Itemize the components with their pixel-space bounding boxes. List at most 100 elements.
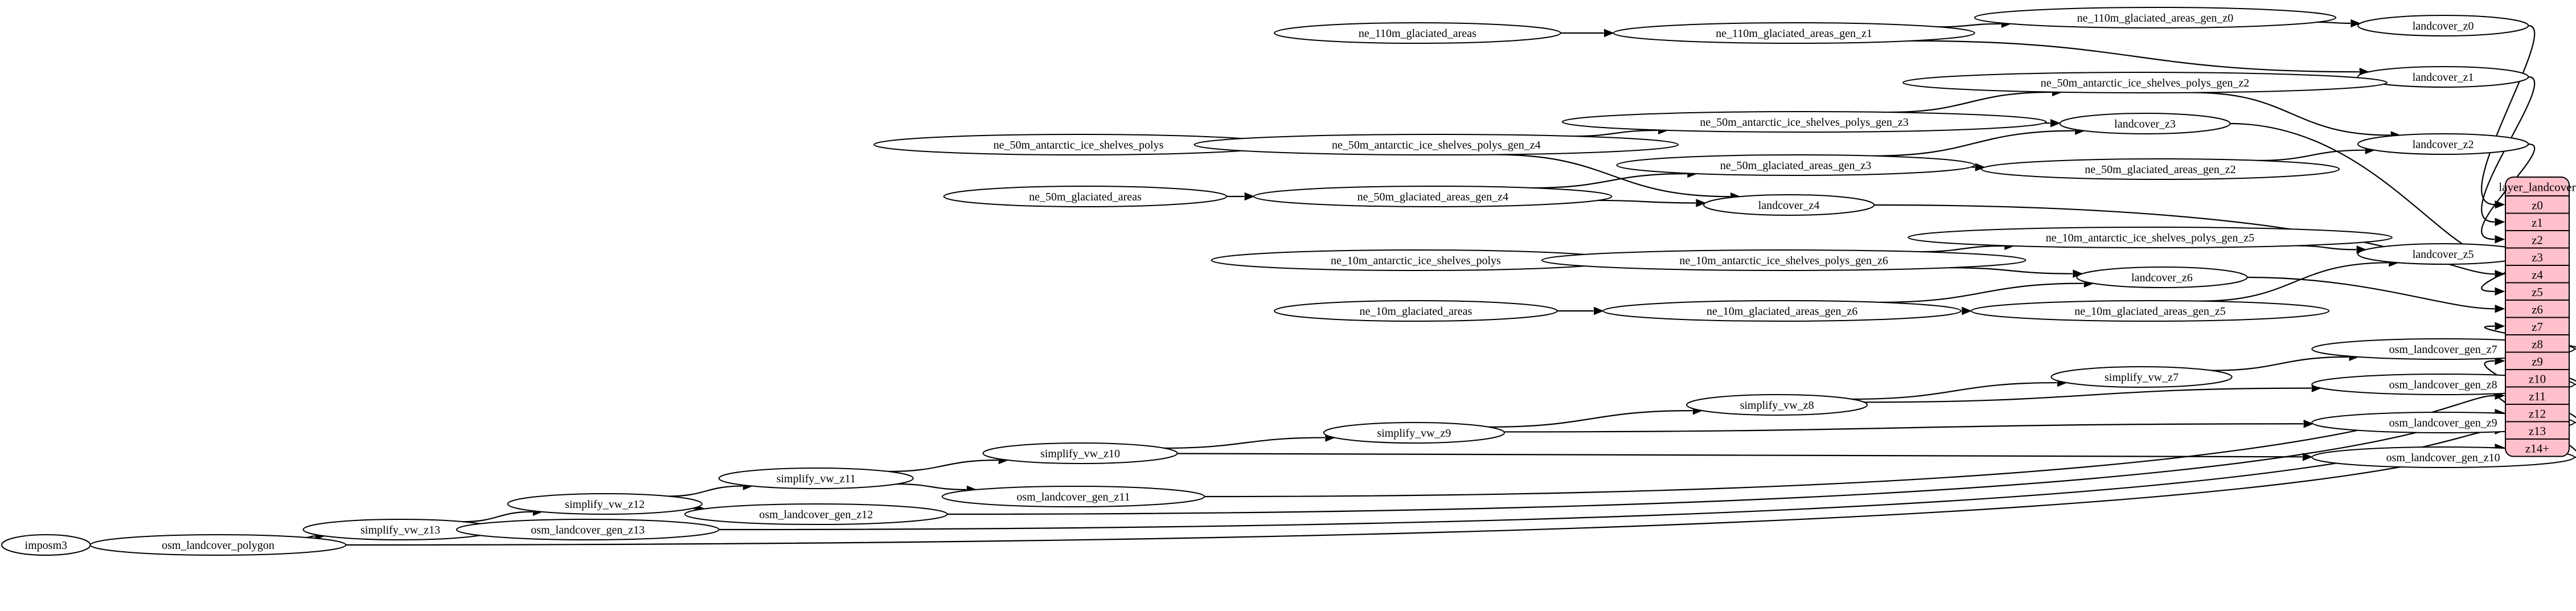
edge-ne_110m_glaciated_areas_gen_z1--to--ne_110m_glaciated_areas_gen_z0 (1938, 23, 2001, 28)
table-row-z12[interactable]: z12 (2529, 407, 2546, 420)
edge-arrowhead (1244, 192, 1255, 201)
edge-arrowhead (2495, 287, 2505, 296)
table-row-z7[interactable]: z7 (2532, 320, 2543, 334)
node-label: ne_50m_glaciated_areas (1029, 191, 1142, 203)
node-shape (2357, 133, 2529, 155)
node-simplify_vw_z10[interactable]: simplify_vw_z10 (982, 442, 1178, 464)
table-row-z13[interactable]: z13 (2529, 424, 2546, 438)
table-row-z0[interactable]: z0 (2532, 198, 2543, 212)
node-osm_landcover_gen_z13[interactable]: osm_landcover_gen_z13 (456, 519, 720, 540)
node-ne_50m_antarctic_ice_shelves_polys_gen_z3[interactable]: ne_50m_antarctic_ice_shelves_polys_gen_z… (1561, 111, 2047, 133)
node-simplify_vw_z12[interactable]: simplify_vw_z12 (507, 493, 703, 515)
node-shape (2076, 266, 2248, 288)
node-ne_50m_glaciated_areas_gen_z4[interactable]: ne_50m_glaciated_areas_gen_z4 (1253, 186, 1613, 207)
node-shape (2050, 366, 2233, 388)
node-ne_50m_antarctic_ice_shelves_polys[interactable]: ne_50m_antarctic_ice_shelves_polys (873, 134, 1284, 155)
edge-ne_10m_antarctic_ice_shelves_polys_gen_z6--to--ne_10m_antarctic_ice_shelves_polys_gen_z5 (1919, 245, 2004, 253)
node-shape (1541, 249, 2027, 271)
node-ne_50m_glaciated_areas[interactable]: ne_50m_glaciated_areas (943, 186, 1228, 207)
table-row-z9[interactable]: z9 (2532, 355, 2543, 368)
node-ne_10m_glaciated_areas_gen_z6[interactable]: ne_10m_glaciated_areas_gen_z6 (1602, 300, 1962, 322)
table-row-z10[interactable]: z10 (2529, 372, 2546, 386)
node-imposm3[interactable]: imposm3 (1, 534, 91, 556)
node-landcover_z3[interactable]: landcover_z3 (2059, 113, 2231, 134)
node-label: ne_10m_glaciated_areas_gen_z6 (1707, 305, 1857, 318)
node-label: ne_50m_glaciated_areas_gen_z2 (2085, 163, 2235, 176)
edge-ne_110m_glaciated_areas_gen_z0--to--landcover_z0 (2317, 21, 2351, 24)
edge-arrowhead (2495, 235, 2505, 244)
node-label: ne_110m_glaciated_areas_gen_z1 (1716, 27, 1872, 40)
node-ne_10m_glaciated_areas_gen_z5[interactable]: ne_10m_glaciated_areas_gen_z5 (1970, 300, 2330, 322)
node-ne_50m_antarctic_ice_shelves_polys_gen_z2[interactable]: ne_50m_antarctic_ice_shelves_polys_gen_z… (1902, 72, 2388, 93)
edge-ne_50m_glaciated_areas_gen_z3--to--landcover_z3 (1873, 130, 2075, 157)
edge-ne_50m_glaciated_areas_gen_z4--to--landcover_z4 (1598, 199, 1696, 204)
node-label: osm_landcover_gen_z12 (759, 509, 873, 521)
node-ne_10m_antarctic_ice_shelves_polys_gen_z6[interactable]: ne_10m_antarctic_ice_shelves_polys_gen_z… (1541, 249, 2027, 271)
node-ne_10m_glaciated_areas[interactable]: ne_10m_glaciated_areas (1274, 300, 1558, 322)
edge-landcover_z0--to--layer_landcover_z0 (2481, 24, 2536, 206)
node-landcover_z0[interactable]: landcover_z0 (2357, 15, 2529, 36)
edge-ne_50m_antarctic_ice_shelves_polys_gen_z4--to--ne_50m_antarctic_ice_shelves_polys_gen_z3 (1573, 129, 1658, 137)
node-shape (456, 519, 720, 540)
edge-arrowhead (2050, 119, 2061, 128)
edge-arrowhead (2495, 218, 2505, 226)
edge-arrowhead (1594, 306, 1604, 315)
edge-ne_50m_antarctic_ice_shelves_polys_gen_z2--to--landcover_z2 (2193, 92, 2391, 136)
node-osm_landcover_gen_z12[interactable]: osm_landcover_gen_z12 (684, 503, 948, 525)
node-shape (1274, 300, 1558, 322)
node-shape (1686, 394, 1868, 416)
edge-ne_110m_glaciated_areas_gen_z1--to--landcover_z1 (1910, 40, 2360, 73)
node-simplify_vw_z11[interactable]: simplify_vw_z11 (718, 468, 914, 489)
node-label: ne_50m_glaciated_areas_gen_z3 (1720, 159, 1871, 172)
edge-arrowhead (2302, 453, 2313, 461)
node-osm_landcover_gen_z11[interactable]: osm_landcover_gen_z11 (941, 486, 1205, 507)
table-row-z1[interactable]: z1 (2532, 216, 2543, 229)
node-ne_50m_glaciated_areas_gen_z3[interactable]: ne_50m_glaciated_areas_gen_z3 (1616, 154, 1975, 176)
node-landcover_z6[interactable]: landcover_z6 (2076, 266, 2248, 288)
edge-arrowhead (2495, 305, 2505, 313)
table-row-z4[interactable]: z4 (2532, 268, 2543, 281)
node-label: imposm3 (25, 539, 67, 552)
node-ne_10m_antarctic_ice_shelves_polys[interactable]: ne_10m_antarctic_ice_shelves_polys (1211, 249, 1621, 271)
node-simplify_vw_z7[interactable]: simplify_vw_z7 (2050, 366, 2233, 388)
node-simplify_vw_z8[interactable]: simplify_vw_z8 (1686, 394, 1868, 416)
node-label: ne_50m_antarctic_ice_shelves_polys (994, 139, 1164, 151)
edge-simplify_vw_z8--to--osm_landcover_gen_z8 (1864, 387, 2312, 403)
node-ne_50m_antarctic_ice_shelves_polys_gen_z4[interactable]: ne_50m_antarctic_ice_shelves_polys_gen_z… (1193, 134, 1679, 155)
layer-landcover-table: layer_landcoverz0z1z2z3z4z5z6z7z8z9z10z1… (2499, 177, 2576, 457)
node-label: osm_landcover_polygon (162, 539, 274, 552)
node-label: landcover_z6 (2131, 272, 2193, 284)
node-landcover_z5[interactable]: landcover_z5 (2357, 243, 2529, 265)
node-landcover_z2[interactable]: landcover_z2 (2357, 133, 2529, 155)
node-label: landcover_z1 (2413, 71, 2474, 84)
node-shape (718, 468, 914, 489)
node-simplify_vw_z13[interactable]: simplify_vw_z13 (302, 519, 498, 540)
edge-simplify_vw_z11--to--simplify_vw_z10 (888, 459, 999, 473)
node-ne_110m_glaciated_areas_gen_z0[interactable]: ne_110m_glaciated_areas_gen_z0 (1974, 7, 2337, 28)
node-shape (1980, 158, 2340, 180)
node-shape (1602, 300, 1962, 322)
table-row-z14+[interactable]: z14+ (2525, 441, 2549, 455)
node-ne_10m_antarctic_ice_shelves_polys_gen_z5[interactable]: ne_10m_antarctic_ice_shelves_polys_gen_z… (1908, 227, 2393, 248)
node-label: osm_landcover_gen_z13 (531, 524, 645, 536)
node-simplify_vw_z9[interactable]: simplify_vw_z9 (1323, 422, 1505, 444)
table-row-z11[interactable]: z11 (2529, 389, 2546, 403)
table-row-z6[interactable]: z6 (2532, 302, 2543, 316)
node-ne_50m_glaciated_areas_gen_z2[interactable]: ne_50m_glaciated_areas_gen_z2 (1980, 158, 2340, 180)
table-row-z8[interactable]: z8 (2532, 337, 2543, 351)
node-landcover_z1[interactable]: landcover_z1 (2357, 66, 2529, 88)
node-ne_110m_glaciated_areas[interactable]: ne_110m_glaciated_areas (1274, 22, 1561, 44)
node-landcover_z4[interactable]: landcover_z4 (1703, 194, 1875, 216)
edge-simplify_vw_z8--to--simplify_vw_z7 (1852, 382, 2057, 400)
node-shape (1274, 22, 1561, 44)
table-row-z2[interactable]: z2 (2532, 233, 2543, 247)
node-ne_110m_glaciated_areas_gen_z1[interactable]: ne_110m_glaciated_areas_gen_z1 (1613, 22, 1975, 44)
edge-ne_10m_antarctic_ice_shelves_polys_gen_z6--to--landcover_z6 (1949, 267, 2073, 274)
node-osm_landcover_polygon[interactable]: osm_landcover_polygon (89, 534, 347, 556)
node-shape (2357, 66, 2529, 88)
table-row-z5[interactable]: z5 (2532, 285, 2543, 299)
node-shape (2059, 113, 2231, 134)
table-row-z3[interactable]: z3 (2532, 251, 2543, 264)
